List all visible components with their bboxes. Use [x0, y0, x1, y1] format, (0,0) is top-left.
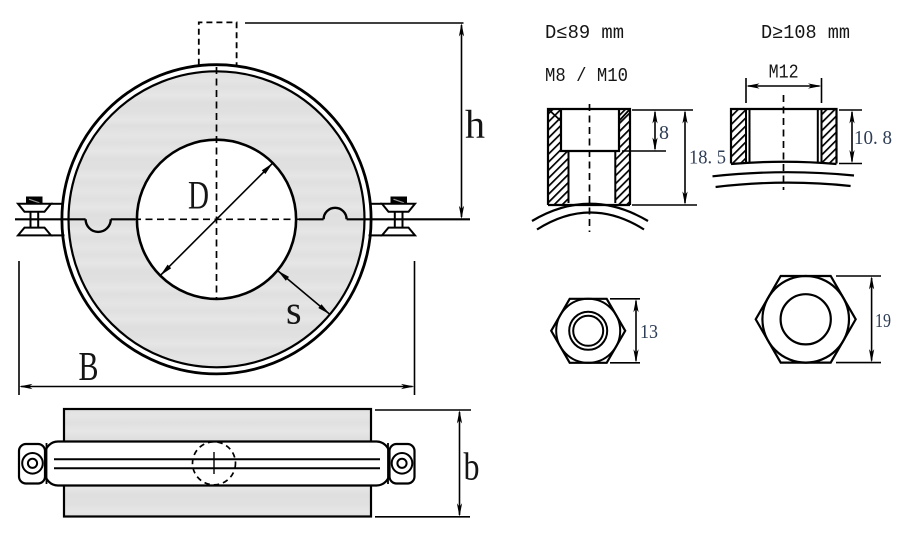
- svg-text:D≤89 mm: D≤89 mm: [545, 22, 624, 44]
- svg-text:8: 8: [659, 122, 669, 144]
- svg-text:13: 13: [640, 321, 658, 343]
- svg-text:b: b: [464, 446, 480, 489]
- svg-text:18. 5: 18. 5: [689, 147, 726, 169]
- svg-text:10. 8: 10. 8: [854, 127, 892, 149]
- svg-text:M8 / M10: M8 / M10: [545, 65, 628, 87]
- svg-text:h: h: [465, 102, 485, 147]
- svg-text:M12: M12: [769, 62, 799, 84]
- svg-text:D: D: [188, 173, 209, 218]
- svg-text:s: s: [286, 288, 302, 333]
- svg-text:19: 19: [875, 310, 891, 332]
- svg-text:D≥108 mm: D≥108 mm: [761, 22, 850, 44]
- svg-text:B: B: [79, 343, 99, 389]
